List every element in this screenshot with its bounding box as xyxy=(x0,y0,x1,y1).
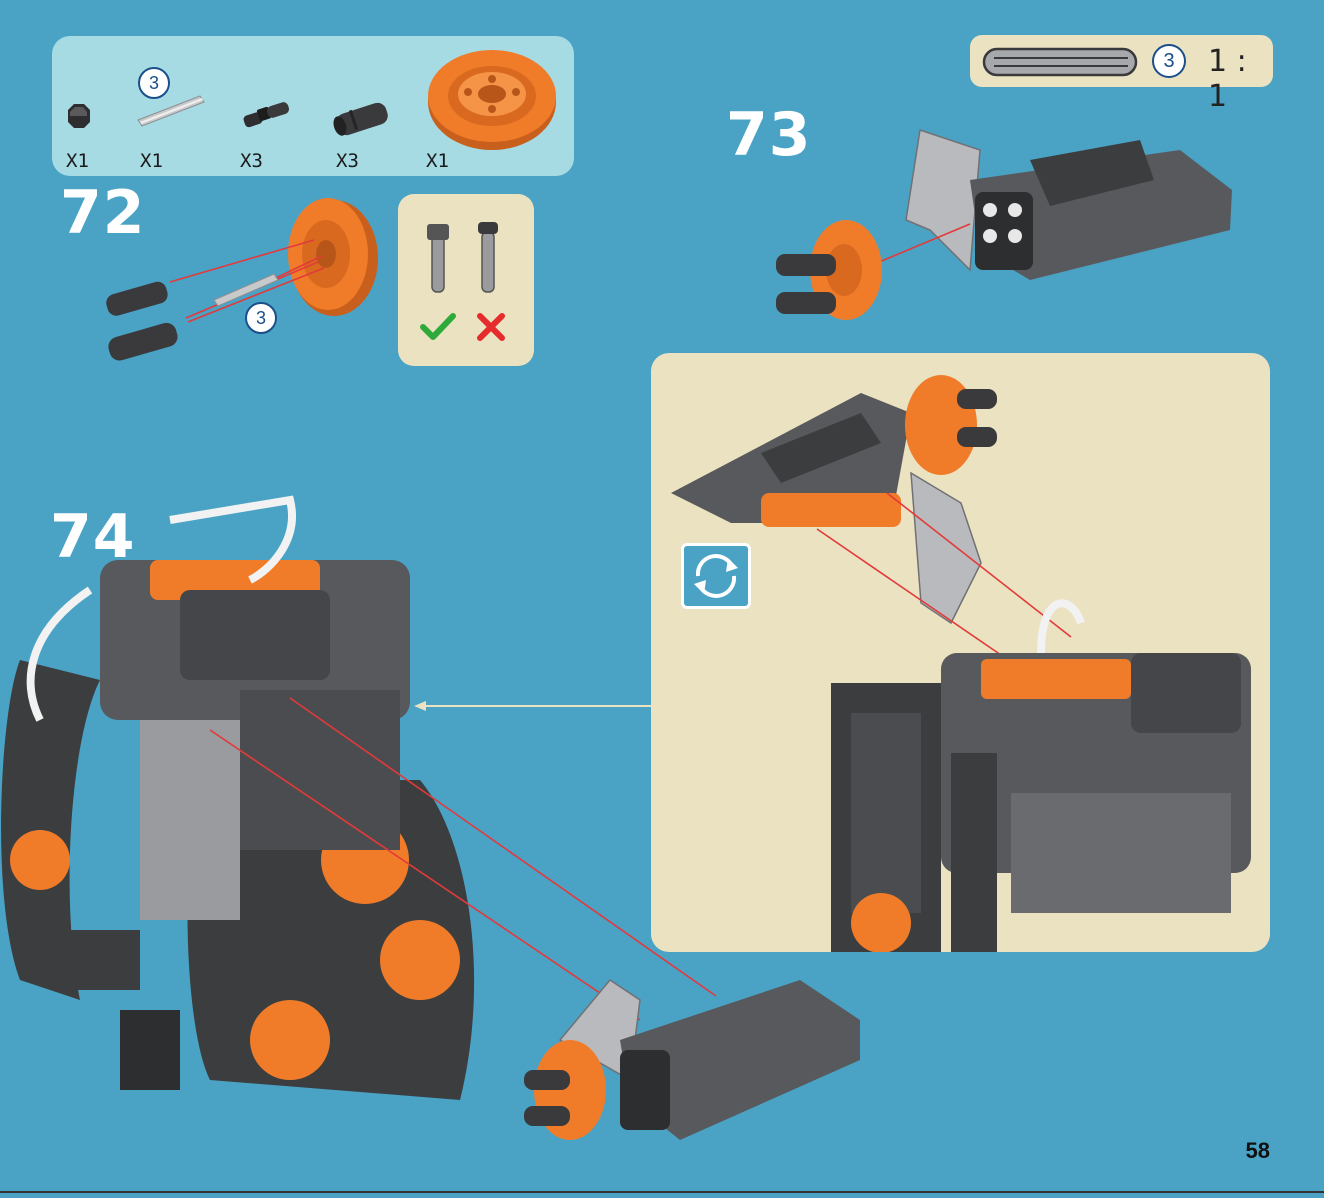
connector-peg-black-icon xyxy=(243,101,291,128)
pin-comparison-illustration xyxy=(398,194,534,366)
parts-list-panel: 3 X1 X1 X3 X3 X1 xyxy=(52,36,574,176)
octagonal-bush-icon xyxy=(68,104,90,128)
step-74-illustration xyxy=(0,480,880,1180)
qty-connector-peg-long: X3 xyxy=(336,150,359,172)
scale-ratio: 1 : 1 xyxy=(1208,44,1273,114)
qty-octagonal-bush: X1 xyxy=(66,150,89,172)
orange-sprocket-wheel-icon xyxy=(428,50,556,150)
axle-scale-box: 3 1 : 1 xyxy=(970,35,1273,87)
qty-connector-peg: X3 xyxy=(240,150,263,172)
axle-length-badge: 3 xyxy=(138,67,170,99)
subassembly-pointer-arrow xyxy=(412,698,652,714)
parts-illustrations xyxy=(52,36,574,176)
step-72-illustration xyxy=(96,190,396,370)
step-72-axle-badge: 3 xyxy=(245,302,277,334)
pin-orientation-callout xyxy=(398,194,534,366)
check-icon xyxy=(420,312,456,342)
qty-sprocket-wheel: X1 xyxy=(426,150,449,172)
axle-3-icon xyxy=(138,96,204,126)
page-bottom-rule xyxy=(0,1191,1324,1193)
qty-axle-3: X1 xyxy=(140,150,163,172)
page-number: 58 xyxy=(1246,1138,1270,1164)
scale-axle-badge: 3 xyxy=(1152,44,1186,78)
connector-peg-long-icon xyxy=(331,101,390,138)
cross-icon xyxy=(476,312,506,342)
step-73-illustration xyxy=(770,120,1250,340)
axle-scale-icon xyxy=(982,45,1140,79)
